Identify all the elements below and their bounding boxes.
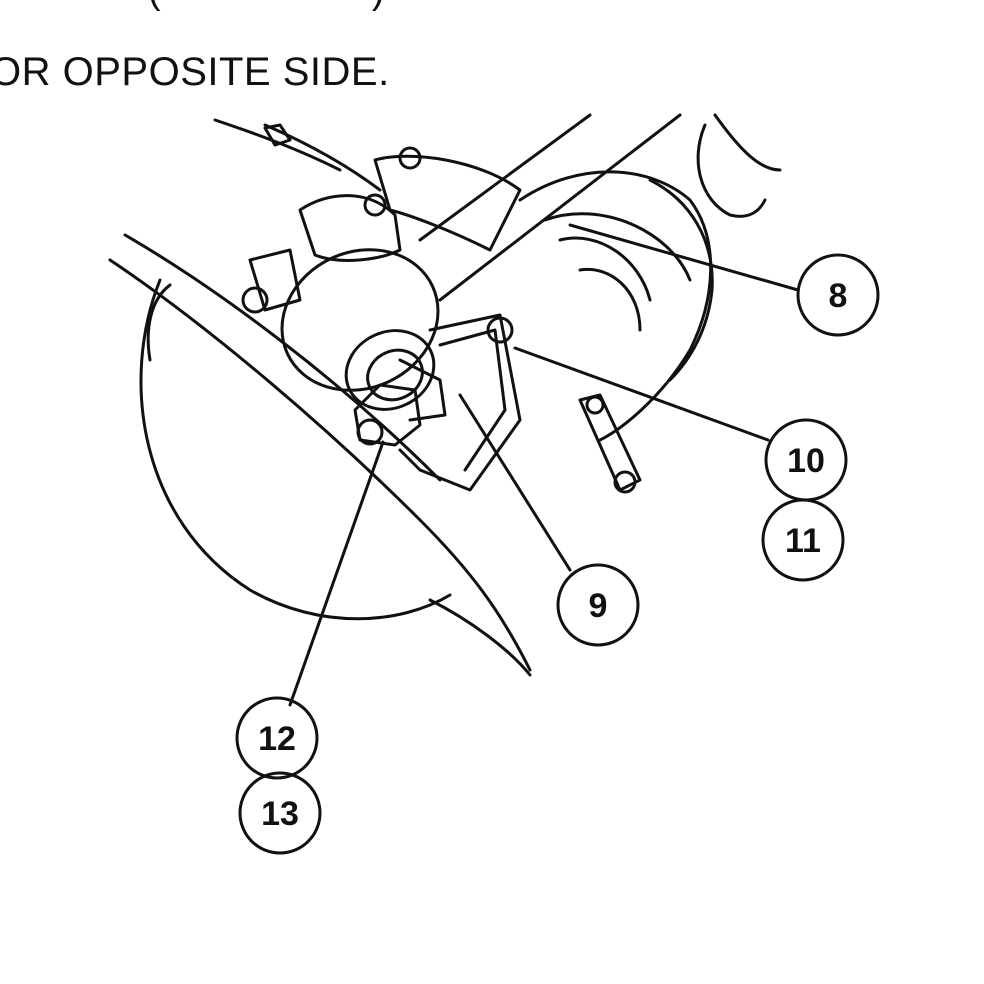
callout-label-10: 10: [787, 442, 825, 480]
upper-bolt-washer: [241, 286, 269, 314]
housing-flange: [648, 178, 714, 382]
shock-washer: [398, 358, 447, 422]
housing-bolt-head: [585, 395, 605, 415]
upper-bolt-nut: [248, 248, 302, 312]
axle-tube-lower: [438, 113, 682, 302]
leader-10: [513, 346, 770, 442]
drum-inner-edge: [146, 283, 172, 362]
housing-top-curve: [696, 123, 767, 218]
housing-right-curve: [713, 113, 782, 172]
callout-label-13: 13: [261, 795, 299, 833]
callout-label-8: 8: [829, 277, 848, 315]
mount-bracket-inner: [438, 328, 507, 472]
leaf-spring-clip: [263, 123, 292, 147]
callout-label-11: 11: [785, 522, 821, 560]
shock-eye-bore: [366, 348, 424, 402]
housing-ribs: [543, 212, 692, 332]
callout-circle-13: [238, 771, 322, 855]
top-text-fragment: ( ): [148, 0, 438, 12]
callout-label-12: 12: [258, 720, 296, 758]
callout-label-9: 9: [589, 587, 608, 625]
upper-bolt-block: [298, 194, 402, 262]
callout-circle-8: [796, 253, 880, 337]
housing-bolt-nut: [613, 470, 637, 494]
upper-bracket-nut-2: [363, 193, 387, 217]
callout-circle-11: [761, 498, 845, 582]
drum-outline: [139, 278, 452, 621]
leader-12: [288, 440, 385, 707]
mount-bolt: [486, 316, 514, 344]
mount-bracket: [398, 313, 522, 492]
shock-eye-inner: [344, 329, 436, 411]
upper-bracket: [373, 154, 522, 252]
callout-circle-12: [235, 696, 319, 780]
leader-8: [568, 223, 800, 292]
frame-rail-edge: [428, 598, 532, 677]
callout-circle-9: [556, 563, 640, 647]
housing-outline: [518, 170, 713, 442]
frame-rail-lower: [123, 233, 442, 482]
shock-bolt-end: [356, 418, 384, 446]
leader-9: [458, 393, 572, 572]
axle-tube-upper: [418, 113, 592, 242]
upper-bracket-nut: [398, 146, 422, 170]
shock-eye-outer: [280, 248, 440, 392]
frame-rail-upper: [108, 258, 532, 672]
leaf-spring-top-2: [263, 123, 382, 192]
instruction-text: OR OPPOSITE SIDE.: [0, 50, 390, 94]
